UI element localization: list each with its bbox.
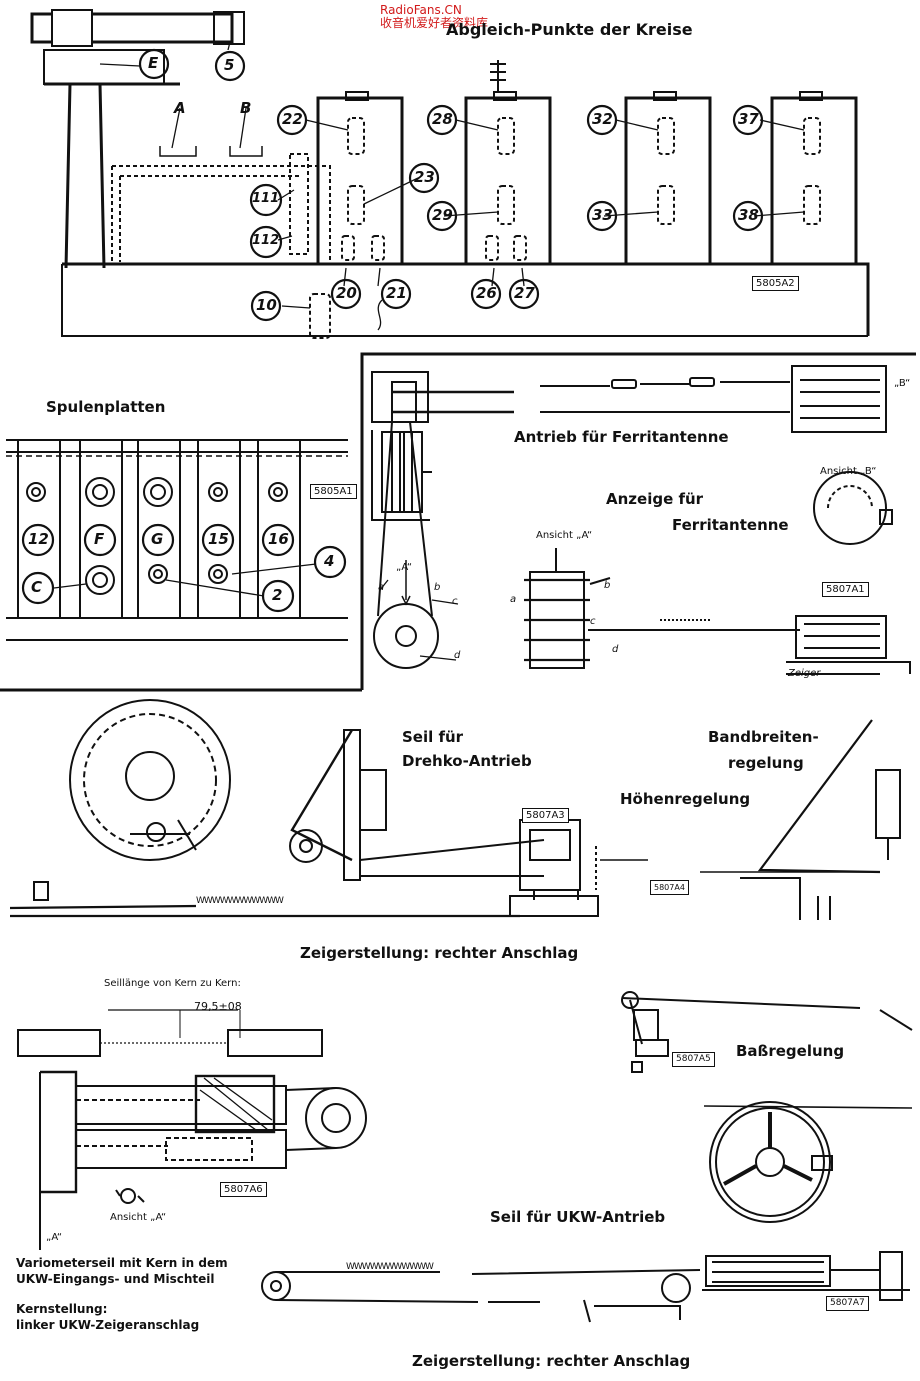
core-position-1: Kernstellung: [16,1302,108,1316]
callout-33: 33 [592,206,613,224]
callout-22: 22 [282,110,303,128]
callout-B: B [240,99,252,117]
cord-length-label: Seillänge von Kern zu Kern: [104,978,241,989]
cord-letter-b-1: b [434,582,441,593]
cord-letter-c-1: c [452,596,458,607]
pointer-label: Zeiger [788,668,821,679]
watermark-tagline: 收音机爱好者资料库 [380,16,489,30]
callout-111: 111 [252,191,280,206]
variometer-mechanism [17,1009,367,1250]
callout-28: 28 [432,110,453,128]
variometer-note-1: Variometerseil mit Kern in dem [16,1256,228,1270]
heading-bass: Baßregelung [736,1042,845,1060]
heading-gang-drive-2: Drehko-Antrieb [402,752,532,770]
b-mark: „B“ [894,378,911,389]
heading-pointer-right-1: Zeigerstellung: rechter Anschlag [300,944,579,962]
variometer-note-2: UKW-Eingangs- und Mischteil [16,1272,215,1286]
callout-A: A [174,99,186,117]
ref-5807A6: 5807A6 [220,1182,267,1197]
callout-C: C [31,578,43,596]
ref-5807A1: 5807A1 [822,582,869,597]
cord-letter-b-2: b [604,580,611,591]
callout-21: 21 [386,284,407,302]
watermark: RadioFans.CN 收音机爱好者资料库 [380,4,488,30]
ukw-drive-mechanism [261,1101,913,1323]
heading-treble: Höhenregelung [620,790,751,808]
callout-23: 23 [414,168,435,186]
callout-12: 12 [28,530,49,548]
cord-letter-d-1: d [454,650,461,661]
callout-2: 2 [272,586,283,604]
alignment-chassis [30,9,870,339]
callout-4: 4 [324,552,335,570]
bass-mechanism [621,991,913,1073]
heading-ferrite-drive: Antrieb für Ferritantenne [514,428,729,446]
heading-gang-drive-1: Seil für [402,728,464,746]
cord-letter-a-1: a [378,582,385,593]
view-a-label-1: Ansicht „A“ [536,530,593,541]
callout-G: G [151,530,164,548]
heading-pointer-right-2: Zeigerstellung: rechter Anschlag [412,1352,691,1370]
cord-length-value: 79,5±08 [194,1000,242,1013]
a-mark-1: „A“ [396,562,413,573]
callout-26: 26 [476,284,497,302]
core-position-2: linker UKW-Zeigeranschlag [16,1318,200,1332]
heading-ferrite-indicator-2: Ferritantenne [672,516,789,534]
heading-coil-plates: Spulenplatten [46,398,166,416]
callout-29: 29 [432,206,453,224]
callout-circles-top [138,48,764,322]
cord-letter-d-2: d [612,644,619,655]
view-b-label: Ansicht „B“ [820,466,877,477]
ref-5807A4: 5807A4 [650,880,689,895]
callout-32: 32 [592,110,613,128]
heading-alignment-points: Abgleich-Punkte der Kreise [446,20,693,39]
spring-2: WWWWWWWWWWW [346,1262,434,1272]
callout-E: E [148,54,159,72]
callout-F: F [94,530,105,548]
cord-letter-c-2: c [590,616,596,627]
heading-ferrite-indicator-1: Anzeige für [606,490,704,508]
ferrite-drive-mechanism [371,365,911,675]
view-a-label-2: Ansicht „A“ [110,1212,167,1223]
ref-5805A1: 5805A1 [310,484,357,499]
callout-10: 10 [256,296,277,314]
spring-1: WWWWWWWWWWW [196,896,284,906]
ref-5807A5: 5807A5 [672,1052,715,1067]
coil-plates [6,439,348,641]
heading-bandwidth-2: regelung [728,754,804,772]
ref-5807A3: 5807A3 [522,808,569,823]
callout-112: 112 [252,233,280,248]
ferrite-frame [360,352,916,690]
callout-5: 5 [224,56,235,74]
a-mark-2: „A“ [46,1232,63,1243]
watermark-site: RadioFans.CN [380,3,462,17]
callout-37: 37 [738,110,759,128]
ref-5805A2: 5805A2 [752,276,799,291]
callout-20: 20 [336,284,357,302]
callout-38: 38 [738,206,759,224]
cord-letter-a-2: a [510,594,517,605]
callout-27: 27 [514,284,535,302]
callout-15: 15 [208,530,229,548]
gang-drive-mechanism [9,699,901,920]
ref-5807A7: 5807A7 [826,1296,869,1311]
callout-16: 16 [268,530,289,548]
heading-ukw-drive: Seil für UKW-Antrieb [490,1208,666,1226]
heading-bandwidth-1: Bandbreiten- [708,728,819,746]
